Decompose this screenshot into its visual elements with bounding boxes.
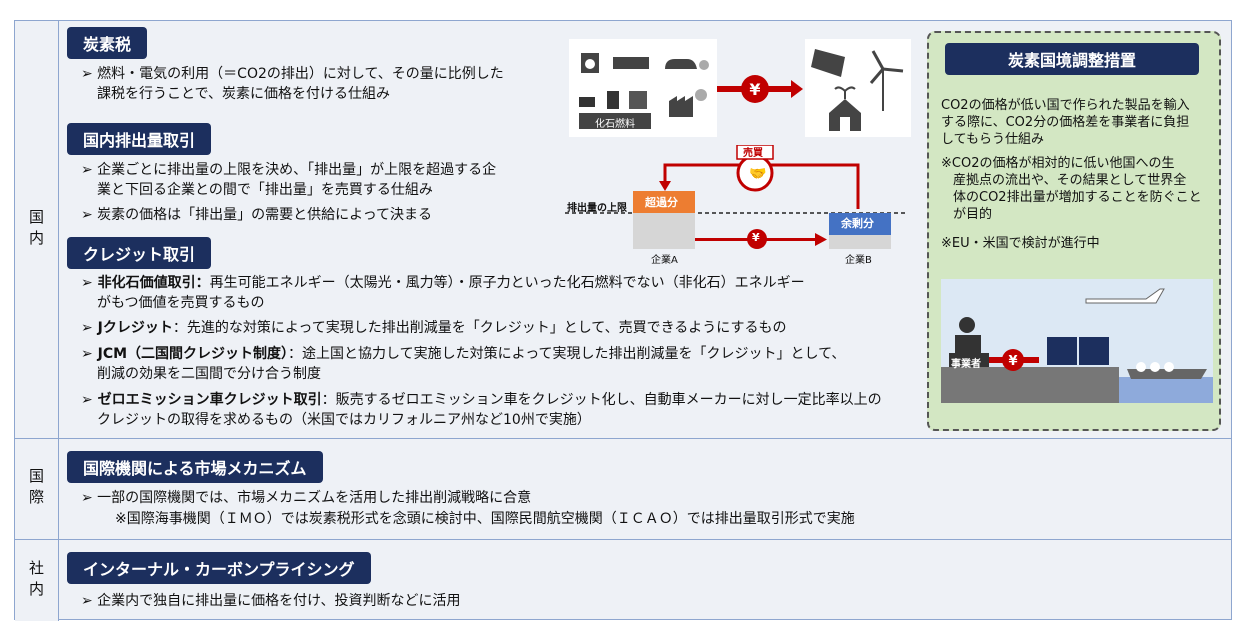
text-line: ➢ 燃料・電気の利用（＝CO2の排出）に対して、その量に比例した	[81, 66, 504, 82]
cap-label: 排出量の上限	[567, 203, 627, 214]
text-line: ➢ 企業内で独自に排出量に価格を付け、投資判断などに活用	[81, 593, 461, 609]
emissions-trading-diagram	[565, 145, 905, 249]
row-label: 国際	[15, 439, 59, 539]
row-internal: 社内 インターナル・カーボンプライシング ➢ 企業内で独自に排出量に価格を付け、…	[15, 539, 1231, 621]
text-line: ➢ 一部の国際機関では、市場メカニズムを活用した排出削減戦略に合意	[81, 490, 532, 506]
text-line: が目的	[953, 207, 993, 222]
text-line: してもらう仕組み	[941, 132, 1044, 147]
row-international: 国際 国際機関による市場メカニズム ➢ 一部の国際機関では、市場メカニズムを活用…	[15, 438, 1231, 539]
text-line: クレジットの取得を求めるもの（米国ではカリフォルニア州など10州で実施）	[97, 412, 591, 428]
text-line: がもつ価値を売買するもの	[97, 295, 265, 311]
import-illustration: ¥	[941, 279, 1213, 403]
section-title-carbon-tax: 炭素税	[67, 27, 148, 59]
row-label: 社内	[15, 540, 59, 621]
cbam-title: 炭素国境調整措置	[945, 43, 1199, 75]
payment-arrow: ¥	[717, 75, 803, 103]
company-b-label: 企業B	[845, 255, 872, 266]
row-label: 国内	[15, 21, 59, 438]
section-title-ets: 国内排出量取引	[67, 123, 212, 155]
surplus-label: 余剰分	[841, 217, 874, 230]
section-title-intl: 国際機関による市場メカニズム	[67, 451, 323, 483]
credit-item: ➢ Jクレジット：先進的な対策によって実現した排出削減量を「クレジット」として、…	[81, 320, 787, 336]
solar-wind-icon	[811, 49, 904, 131]
appliances-icon	[579, 53, 709, 129]
text-line: する際に、CO2分の価格差を事業者に負担	[941, 115, 1190, 130]
fossil-fuel-label: 化石燃料	[595, 119, 635, 130]
excess-label: 超過分	[645, 196, 678, 209]
section-title-credit: クレジット取引	[67, 237, 212, 269]
text-line: 課税を行うことで、炭素に価格を付ける仕組み	[97, 86, 391, 102]
trade-label: 売買	[743, 148, 763, 159]
renewable-energy-illustration	[805, 39, 911, 137]
fossil-fuel-illustration: 化石燃料	[569, 39, 717, 137]
section-title-icp: インターナル・カーボンプライシング	[67, 552, 371, 584]
text-line: ➢ 企業ごとに排出量の上限を決め、「排出量」が上限を超過する企	[81, 162, 497, 178]
credit-item: ➢ 非化石価値取引：再生可能エネルギー（太陽光・風力等）・原子力といった化石燃料…	[81, 275, 805, 291]
company-a-label: 企業A	[651, 255, 678, 266]
text-line: ※EU・米国で検討が進行中	[941, 236, 1100, 251]
cbam-panel: 炭素国境調整措置 CO2の価格が低い国で作られた製品を輸入 する際に、CO2分の…	[927, 31, 1221, 431]
text-line: 産拠点の流出や、その結果として世界全	[953, 173, 1187, 188]
text-line: 業と下回る企業との間で「排出量」を売買する仕組み	[97, 182, 433, 198]
text-line: 体のCO2排出量が増加することを防ぐこと	[953, 190, 1202, 205]
yen-icon: ¥	[752, 231, 760, 244]
handshake-icon: 🤝	[749, 166, 767, 182]
text-line: CO2の価格が低い国で作られた製品を輸入	[941, 98, 1190, 113]
operator-label: 事業者	[951, 359, 981, 370]
text-line: ※国際海事機関（ＩＭＯ）では炭素税形式を念頭に検討中、国際民間航空機関（ＩＣＡＯ…	[115, 511, 855, 527]
carbon-pricing-table: 国内 炭素税 ➢ 燃料・電気の利用（＝CO2の排出）に対して、その量に比例した …	[14, 20, 1232, 621]
row-domestic: 国内 炭素税 ➢ 燃料・電気の利用（＝CO2の排出）に対して、その量に比例した …	[15, 21, 1231, 438]
credit-item: ➢ ゼロエミッション車クレジット取引：販売するゼロエミッション車をクレジット化し…	[81, 392, 882, 408]
credit-item: ➢ JCM（二国間クレジット制度）：途上国と協力して実施した対策によって実現した…	[81, 346, 846, 362]
yen-icon: ¥	[749, 80, 760, 99]
text-line: ➢ 炭素の価格は「排出量」の需要と供給によって決まる	[81, 207, 433, 223]
text-line: ※CO2の価格が相対的に低い他国への生	[941, 156, 1175, 171]
svg-text:¥: ¥	[1008, 354, 1017, 369]
text-line: 削減の効果を二国間で分け合う制度	[97, 366, 321, 382]
